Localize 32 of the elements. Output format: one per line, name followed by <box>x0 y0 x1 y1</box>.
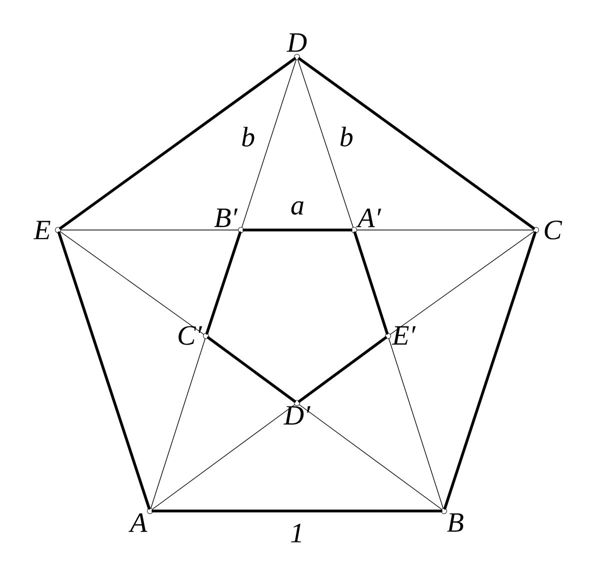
point-label: C′ <box>178 326 202 345</box>
line-segment <box>299 404 442 510</box>
point-label: E <box>33 220 50 240</box>
point-label: D <box>286 33 307 52</box>
line-segment <box>298 57 535 230</box>
line-segment <box>152 404 295 510</box>
line-segment <box>58 231 150 510</box>
point-label: D′ <box>284 406 310 425</box>
line-segment <box>207 336 296 403</box>
line-segment <box>206 231 242 335</box>
point-label: B′ <box>214 208 238 228</box>
point-label: C <box>544 220 562 240</box>
line-segment <box>298 336 387 403</box>
point-label: E′ <box>392 326 416 345</box>
line-segment <box>59 57 296 230</box>
line-segment <box>152 510 442 512</box>
point-label: A′ <box>356 208 382 228</box>
point-label: B <box>447 513 464 532</box>
line-segment <box>242 228 352 232</box>
line-segment <box>298 60 354 228</box>
line-segment <box>390 231 534 335</box>
line-segment <box>60 231 204 335</box>
line-segment <box>150 338 206 508</box>
edge-label: a <box>291 201 304 215</box>
edge-label: b <box>340 126 353 146</box>
line-segment <box>242 60 296 228</box>
edge-label: b <box>242 126 254 147</box>
line-segment <box>444 231 536 510</box>
line-segment <box>388 338 444 508</box>
line-segment <box>354 231 388 335</box>
edge-label: 1 <box>291 524 301 542</box>
point-label: A <box>128 513 148 532</box>
